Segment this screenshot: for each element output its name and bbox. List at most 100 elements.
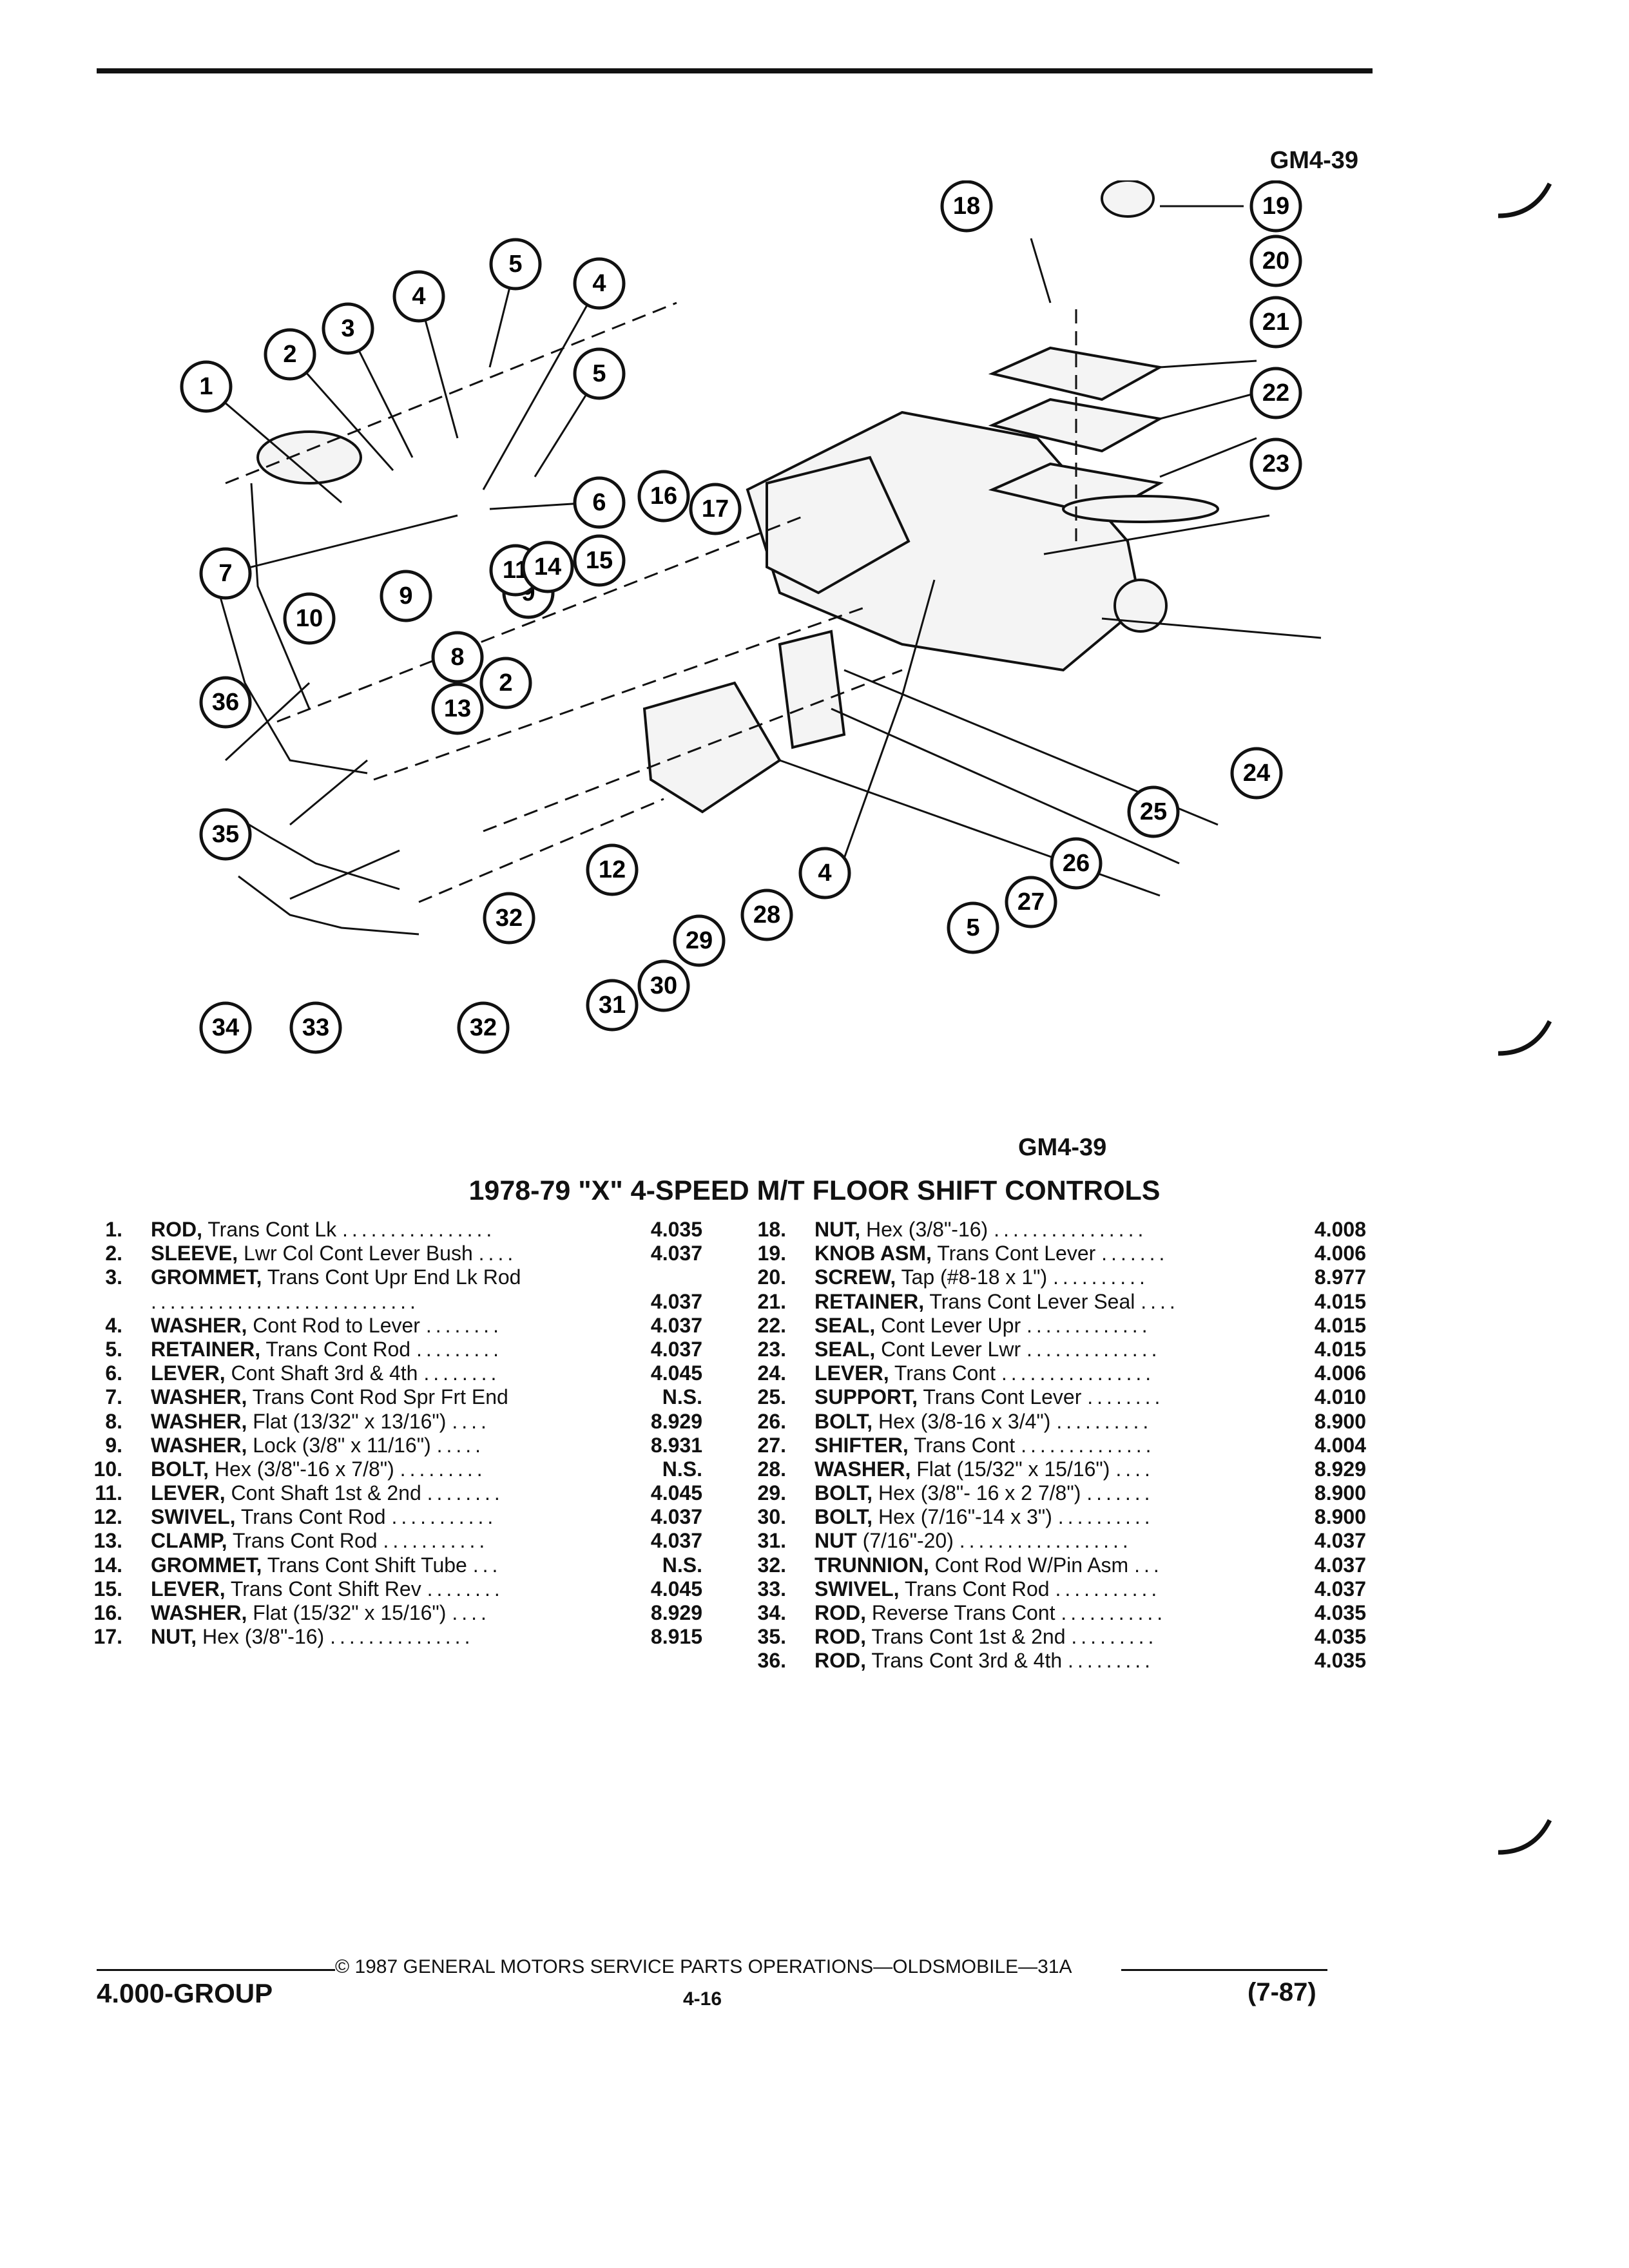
- group-code: 8.900: [1314, 1481, 1366, 1505]
- part-detail: Trans Cont 3rd & 4th: [871, 1649, 1063, 1673]
- leader-dots: ........: [423, 1361, 501, 1385]
- group-code: 4.045: [650, 1577, 702, 1600]
- svg-text:3: 3: [341, 315, 354, 342]
- callout-30: 30: [637, 959, 690, 1012]
- part-detail: Trans Cont Rod: [232, 1529, 378, 1553]
- part-number: 13.: [93, 1529, 122, 1553]
- callout-17: 17: [689, 483, 742, 535]
- svg-text:23: 23: [1262, 450, 1289, 477]
- group-code: 8.900: [1314, 1505, 1366, 1529]
- leader-dots: ..................: [959, 1529, 1132, 1553]
- part-detail: Trans Cont Shift Tube: [267, 1553, 467, 1577]
- leader-dots: ..........: [1053, 1265, 1149, 1289]
- part-detail: Hex (3/8"-16 x 7/8"): [214, 1457, 394, 1481]
- svg-text:5: 5: [966, 914, 979, 941]
- part-name: LEVER,: [151, 1481, 226, 1505]
- leader-dots: .........: [416, 1337, 503, 1361]
- leader-dots: .........: [400, 1457, 487, 1481]
- part-description: GROMMET, Trans Cont Upr End Lk Rod .....…: [151, 1265, 653, 1313]
- group-code: 4.037: [650, 1529, 702, 1553]
- callout-26: 26: [1050, 837, 1103, 890]
- part-description: SUPPORT, Trans Cont Lever ........: [815, 1385, 1317, 1409]
- rod-lock: [250, 483, 311, 709]
- callout-32: 32: [457, 1001, 510, 1054]
- part-row: 18.NUT, Hex (3/8"-16) ................4.…: [747, 1218, 1366, 1242]
- part-detail: Cont Lever Lwr: [881, 1337, 1021, 1361]
- part-name: LEVER,: [151, 1361, 226, 1385]
- part-description: SWIVEL, Trans Cont Rod ...........: [815, 1577, 1317, 1601]
- part-name: WASHER,: [151, 1313, 247, 1337]
- part-description: SWIVEL, Trans Cont Rod ...........: [151, 1505, 653, 1529]
- part-row: 6.LEVER, Cont Shaft 3rd & 4th ........4.…: [84, 1361, 702, 1385]
- callouts: 1234455678991011121314151617218192021222…: [180, 180, 1302, 1054]
- part-name: TRUNNION,: [815, 1553, 929, 1577]
- part-name: ROD,: [151, 1218, 202, 1241]
- group-code: 8.900: [1314, 1409, 1366, 1433]
- group-code: 4.037: [1314, 1577, 1366, 1600]
- part-name: SEAL,: [815, 1337, 876, 1361]
- callout-4: 4: [798, 847, 851, 899]
- leader-dots: ...: [1134, 1553, 1163, 1577]
- callout-16: 16: [637, 470, 690, 523]
- svg-text:9: 9: [399, 582, 412, 610]
- footer-copyright: © 1987 GENERAL MOTORS SERVICE PARTS OPER…: [335, 1956, 1072, 1977]
- part-description: ROD, Trans Cont Lk ................: [151, 1218, 653, 1242]
- part-row: 26.BOLT, Hex (3/8-16 x 3/4") ..........8…: [747, 1410, 1366, 1434]
- part-number: 25.: [757, 1385, 786, 1409]
- part-detail: Trans Cont Shift Rev: [230, 1577, 421, 1600]
- callout-19: 19: [1249, 180, 1302, 233]
- svg-text:14: 14: [534, 553, 561, 581]
- part-row: 20.SCREW, Tap (#8-18 x 1") ..........8.9…: [747, 1265, 1366, 1289]
- part-row: 5.RETAINER, Trans Cont Rod .........4.03…: [84, 1338, 702, 1361]
- part-description: LEVER, Trans Cont ................: [815, 1361, 1317, 1385]
- part-detail: Flat (13/32" x 13/16"): [253, 1409, 447, 1433]
- group-code: 4.037: [650, 1242, 702, 1265]
- part-description: NUT, Hex (3/8"-16) ................: [815, 1218, 1317, 1242]
- part-detail: Cont Shaft 1st & 2nd: [231, 1481, 421, 1505]
- callout-35: 35: [199, 808, 252, 861]
- svg-text:32: 32: [470, 1014, 497, 1041]
- shift-knob: [1101, 180, 1155, 218]
- part-row: 24.LEVER, Trans Cont ................4.0…: [747, 1361, 1366, 1385]
- part-detail: Cont Lever Upr: [881, 1313, 1021, 1337]
- footer-page-number: 4-16: [683, 1988, 722, 2010]
- group-code: 4.037: [1314, 1529, 1366, 1553]
- part-name: BOLT,: [151, 1457, 209, 1481]
- part-detail: Trans Cont Rod: [240, 1505, 386, 1529]
- callout-20: 20: [1249, 235, 1302, 287]
- part-name: LEVER,: [815, 1361, 889, 1385]
- leader-dots: ...........: [1055, 1577, 1161, 1600]
- callout-29: 29: [673, 914, 726, 967]
- part-description: SCREW, Tap (#8-18 x 1") ..........: [815, 1265, 1317, 1289]
- leader-dots: ................: [994, 1218, 1148, 1241]
- part-row: 17.NUT, Hex (3/8"-16) ...............8.9…: [84, 1625, 702, 1649]
- part-number: 11.: [95, 1481, 122, 1505]
- rod-1st-2nd: [238, 817, 400, 890]
- part-description: WASHER, Cont Rod to Lever ........: [151, 1314, 653, 1338]
- part-number: 36.: [757, 1649, 786, 1673]
- top-rule: [97, 68, 1373, 73]
- group-code: 8.929: [650, 1601, 702, 1625]
- part-description: WASHER, Flat (15/32" x 15/16") ....: [815, 1457, 1317, 1481]
- part-row: 30.BOLT, Hex (7/16"-14 x 3") ..........8…: [747, 1505, 1366, 1529]
- callout-34: 34: [199, 1001, 252, 1054]
- part-name: ROD,: [815, 1649, 866, 1673]
- part-number: 33.: [757, 1577, 786, 1600]
- callout-5: 5: [573, 347, 626, 400]
- part-row: 27.SHIFTER, Trans Cont ..............4.0…: [747, 1434, 1366, 1457]
- part-detail: Cont Rod W/Pin Asm: [934, 1553, 1129, 1577]
- group-code: 4.006: [1314, 1242, 1366, 1265]
- part-row: 28.WASHER, Flat (15/32" x 15/16") ....8.…: [747, 1457, 1366, 1481]
- part-number: 5.: [105, 1337, 122, 1361]
- leader-dots: ....: [452, 1601, 490, 1625]
- part-description: SLEEVE, Lwr Col Cont Lever Bush ....: [151, 1242, 653, 1265]
- svg-text:26: 26: [1063, 850, 1090, 877]
- callout-27: 27: [1005, 876, 1057, 928]
- svg-text:12: 12: [599, 856, 626, 883]
- callout-15: 15: [573, 534, 626, 587]
- part-detail: Trans Cont: [914, 1433, 1016, 1457]
- part-detail: Reverse Trans Cont: [871, 1601, 1055, 1624]
- group-code: 4.035: [1314, 1601, 1366, 1624]
- part-row: 21.RETAINER, Trans Cont Lever Seal ....4…: [747, 1290, 1366, 1314]
- leader-dots: ....: [1141, 1289, 1179, 1313]
